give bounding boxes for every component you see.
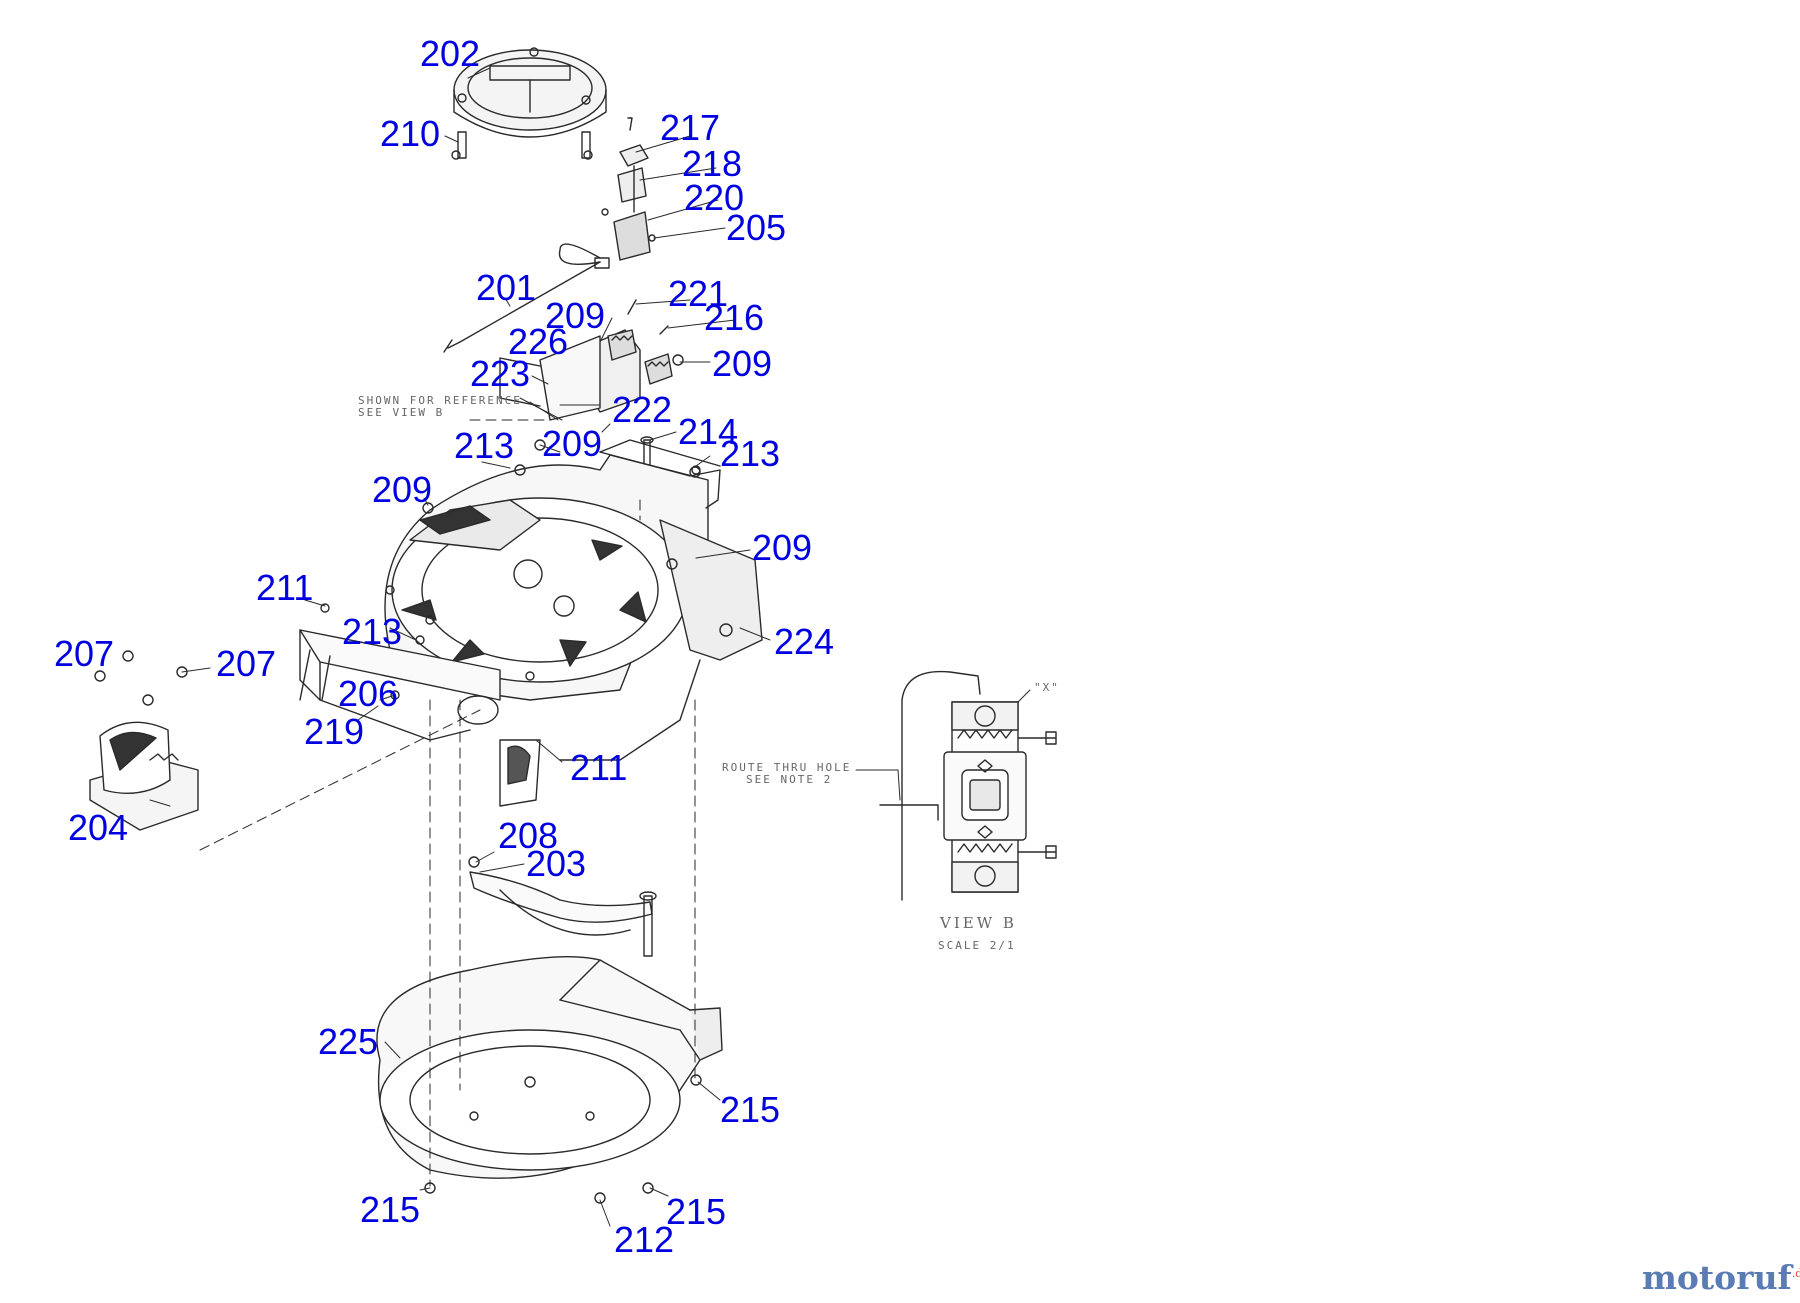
callout-209-left: 209 xyxy=(372,469,433,510)
callout-215-bottom: 215 xyxy=(666,1191,727,1232)
lever-part xyxy=(468,856,657,957)
callout-215-right: 215 xyxy=(720,1089,781,1130)
callout-209-center: 209 xyxy=(542,423,603,464)
route-note-line1: ROUTE THRU HOLE xyxy=(722,761,852,774)
callout-226: 226 xyxy=(508,321,569,362)
watermark-text: motoruf xyxy=(1642,1258,1792,1297)
callout-221: 221 xyxy=(668,273,729,314)
callout-224: 224 xyxy=(774,621,835,662)
callout-216: 216 xyxy=(704,297,765,338)
route-note-line2: SEE NOTE 2 xyxy=(746,773,833,786)
callout-205: 205 xyxy=(726,207,787,248)
callout-218: 218 xyxy=(682,143,743,184)
callout-203: 203 xyxy=(526,843,587,884)
callout-215-left: 215 xyxy=(360,1189,421,1230)
x-marker-label: "X" xyxy=(1034,681,1060,694)
callout-204: 204 xyxy=(68,807,129,848)
lower-housing-part xyxy=(376,955,723,1179)
reference-note-line2: SEE VIEW B xyxy=(358,406,445,419)
callout-208: 208 xyxy=(498,815,559,856)
view-b-title: VIEW B xyxy=(940,914,1017,932)
deck-housing-part xyxy=(299,439,763,807)
callout-211-right: 211 xyxy=(570,747,628,788)
callout-213-right: 213 xyxy=(720,433,781,474)
brake-assembly-part xyxy=(499,299,684,421)
callout-209-deck: 209 xyxy=(752,527,813,568)
callout-209-brake: 209 xyxy=(545,295,606,336)
alignment-lines xyxy=(199,419,696,1187)
cable-part xyxy=(443,243,610,353)
callout-213-left: 213 xyxy=(454,425,515,466)
callout-219: 219 xyxy=(304,711,365,752)
leader-lines xyxy=(149,67,771,1227)
callout-217: 217 xyxy=(660,107,721,148)
callout-212: 212 xyxy=(614,1219,675,1260)
callout-225: 225 xyxy=(318,1021,379,1062)
chute-part xyxy=(89,650,199,831)
callout-210: 210 xyxy=(380,113,441,154)
watermark-logo: motoruf.de xyxy=(1642,1258,1800,1297)
callout-223: 223 xyxy=(470,353,531,394)
callout-214: 214 xyxy=(678,411,739,452)
callout-202: 202 xyxy=(420,33,481,74)
reference-note-line1: SHOWN FOR REFERENCE xyxy=(358,394,522,407)
switch-assembly-part xyxy=(601,117,656,261)
callout-222: 222 xyxy=(612,389,673,430)
view-b-detail xyxy=(855,670,1057,901)
callout-207-left: 207 xyxy=(54,633,115,674)
callout-213-deck: 213 xyxy=(342,611,403,652)
watermark-suffix: .de xyxy=(1791,1267,1800,1280)
callout-201: 201 xyxy=(476,267,537,308)
callout-207-right: 207 xyxy=(216,643,277,684)
callout-209-right: 209 xyxy=(712,343,773,384)
view-b-scale: SCALE 2/1 xyxy=(938,939,1016,952)
callout-211-left: 211 xyxy=(256,567,314,608)
callout-206: 206 xyxy=(338,673,399,714)
callout-220: 220 xyxy=(684,177,745,218)
hardware-markers xyxy=(320,150,702,1204)
